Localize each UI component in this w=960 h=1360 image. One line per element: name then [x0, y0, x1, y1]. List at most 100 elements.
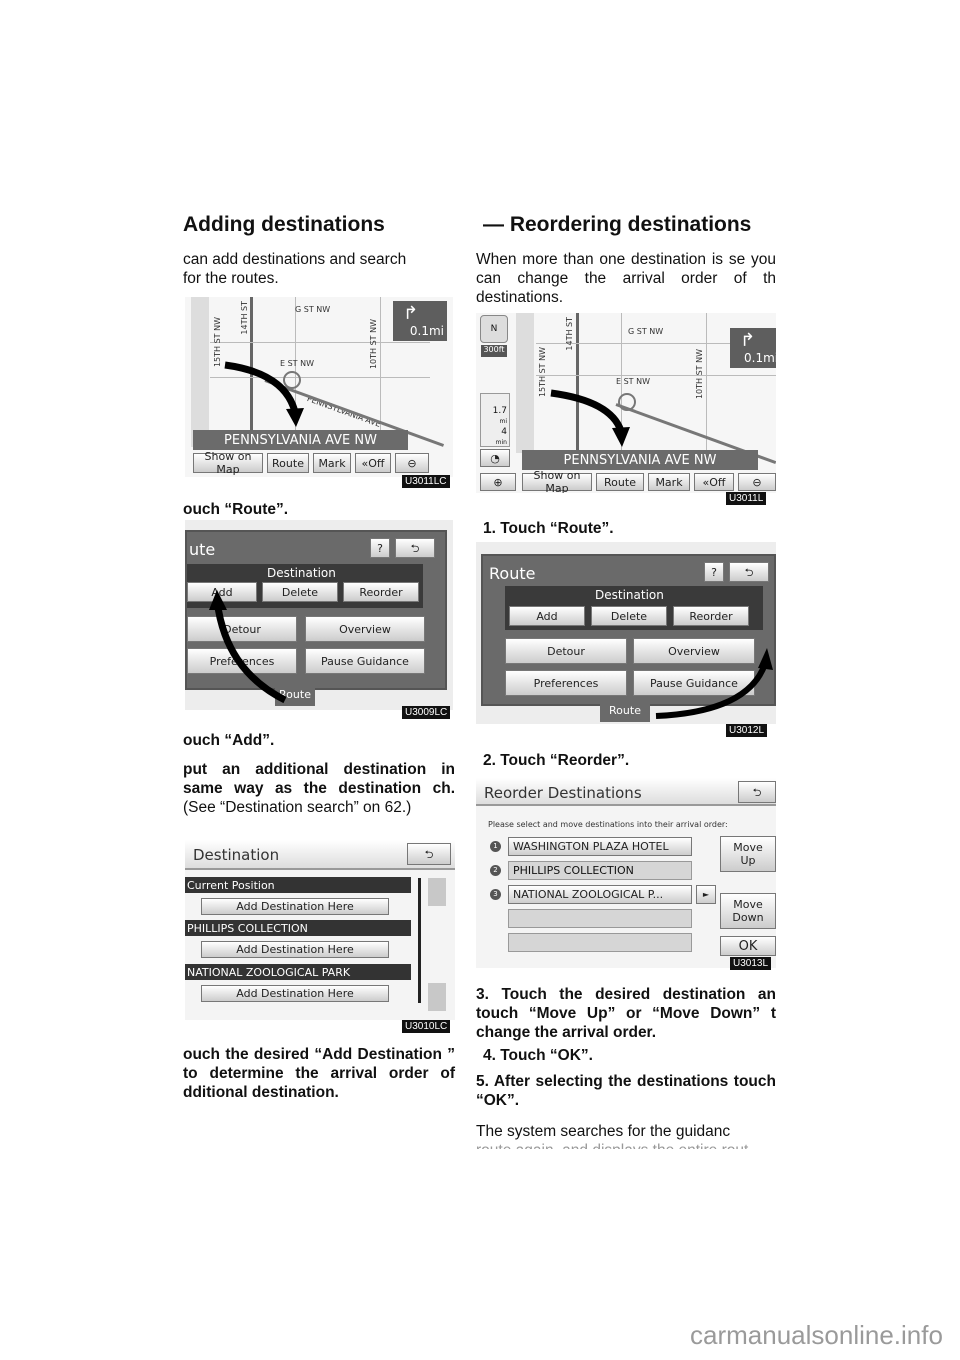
figure-code: U3011LC — [402, 475, 450, 488]
route-tab[interactable]: Route — [275, 688, 315, 706]
move-up-button[interactable]: Move Up — [720, 836, 776, 872]
compass-icon[interactable]: N — [480, 315, 508, 343]
turn-right-arrow-icon: ↱ — [740, 330, 756, 351]
reorder-button[interactable]: Reorder — [343, 582, 419, 602]
mark-button[interactable]: Mark — [648, 473, 690, 491]
distance-unit: mi — [499, 418, 507, 425]
arrow-pointer-icon — [224, 361, 304, 427]
route-tab[interactable]: Route — [600, 704, 650, 722]
map-scale: 300ft — [481, 345, 507, 357]
add-destination-here-button[interactable]: Add Destination Here — [201, 898, 389, 915]
body-text: The system searches for the guidanc — [476, 1123, 731, 1140]
screen-header: Reorder Destinations — [476, 778, 776, 806]
move-down-button[interactable]: Move Down — [720, 893, 776, 929]
destination-item[interactable]: WASHINGTON PLAZA HOTEL — [508, 837, 692, 856]
ok-button[interactable]: OK — [720, 936, 776, 956]
arrow-pointer-icon — [550, 389, 630, 447]
add-destination-here-button[interactable]: Add Destination Here — [201, 985, 389, 1002]
step-touch-add-destination-here: ouch the desired “Add Destination ” to d… — [183, 1046, 455, 1101]
section-heading-reordering: — Reordering destinations — [483, 213, 752, 236]
zoom-in-button[interactable]: ⊕ — [480, 473, 516, 491]
back-button[interactable]: ⮌ — [407, 843, 451, 865]
watermark: carmanualsonline.info — [690, 1320, 943, 1350]
street-label: E ST NW — [280, 359, 314, 368]
remaining-distance: 1.7 — [492, 406, 507, 416]
step-after-selecting: 5. After selecting the destinations touc… — [476, 1073, 776, 1109]
destination-screen: Destination ⮌ Current Position Add Desti… — [185, 840, 455, 1020]
step-touch-route: 1. Touch “Route”. — [483, 520, 614, 537]
menu-title: Route — [489, 564, 536, 583]
map-screen: 15TH ST NW 14TH ST 10TH ST NW G ST NW E … — [185, 297, 453, 477]
figure-code: U3009LC — [402, 706, 451, 719]
map-view-button[interactable]: ◔ — [480, 449, 510, 467]
turn-right-arrow-icon: ↱ — [403, 303, 419, 324]
add-button[interactable]: Add — [509, 606, 585, 626]
scrollbar[interactable] — [418, 878, 421, 1003]
street-label: E ST NW — [616, 377, 650, 386]
route-menu-screen: ute ? ⮌ Destination Add Delete Reorder D… — [185, 520, 453, 710]
preferences-button[interactable]: Preferences — [505, 670, 627, 696]
pause-guidance-button[interactable]: Pause Guidance — [633, 670, 755, 696]
route-button[interactable]: Route — [596, 473, 644, 491]
detour-button[interactable]: Detour — [187, 616, 297, 642]
pause-guidance-button[interactable]: Pause Guidance — [305, 648, 425, 674]
scroll-down-button[interactable] — [428, 983, 446, 1011]
figure-code: U3011L — [726, 492, 767, 505]
back-button[interactable]: ⮌ — [738, 781, 776, 803]
delete-button[interactable]: Delete — [591, 606, 667, 626]
add-destination-here-button[interactable]: Add Destination Here — [201, 941, 389, 958]
destination-label: Destination — [595, 588, 664, 602]
step-touch-reorder: 2. Touch “Reorder”. — [483, 752, 630, 769]
guidance-off-button[interactable]: «Off — [355, 453, 391, 473]
destination-row[interactable]: NATIONAL ZOOLOGICAL PARK — [185, 964, 411, 980]
zoom-out-button[interactable]: ⊖ — [738, 473, 776, 491]
body-text-cut: route again, and displays the entire rou… — [476, 1141, 776, 1149]
reorder-button[interactable]: Reorder — [673, 606, 749, 626]
current-position-icon — [283, 371, 301, 389]
destination-item-selected[interactable]: PHILLIPS COLLECTION — [508, 861, 692, 880]
step-input-destination: put an additional destination in same wa… — [183, 760, 455, 817]
figure-code: U3012L — [726, 724, 768, 737]
time-unit: min — [495, 439, 507, 446]
step-touch-route: ouch “Route”. — [183, 501, 289, 518]
destination-row[interactable]: Current Position — [185, 877, 411, 893]
route-button[interactable]: Route — [267, 453, 309, 473]
overview-button[interactable]: Overview — [633, 638, 755, 664]
delete-button[interactable]: Delete — [262, 582, 338, 602]
show-on-map-button[interactable]: Show on Map — [522, 469, 592, 493]
remaining-time: 4 — [501, 427, 507, 437]
show-on-map-button[interactable]: Show on Map — [193, 450, 263, 476]
destination-row[interactable]: PHILLIPS COLLECTION — [185, 920, 411, 936]
expand-arrow-button[interactable]: ► — [696, 885, 716, 904]
instruction-text: Please select and move destinations into… — [488, 820, 728, 829]
reorder-destinations-screen: Reorder Destinations ⮌ Please select and… — [476, 778, 776, 968]
step-text: put an additional destination in same wa… — [183, 761, 455, 797]
turn-indicator: ↱0.1mi — [393, 301, 447, 341]
order-number-icon: 3 — [490, 889, 501, 900]
street-label: G ST NW — [628, 327, 664, 336]
overview-button[interactable]: Overview — [305, 616, 425, 642]
detour-button[interactable]: Detour — [505, 638, 627, 664]
step-touch-add: ouch “Add”. — [183, 732, 275, 749]
distance-time-panel: 1.7 mi 4 min — [480, 393, 510, 447]
destination-label: Destination — [267, 566, 336, 580]
screen-title: Destination — [193, 846, 280, 864]
back-button[interactable]: ⮌ — [395, 538, 435, 558]
mark-button[interactable]: Mark — [313, 453, 351, 473]
help-button[interactable]: ? — [370, 538, 390, 558]
empty-slot — [508, 909, 692, 928]
street-name-bar: PENNSYLVANIA AVE NW — [522, 450, 758, 470]
guidance-off-button[interactable]: «Off — [694, 473, 734, 491]
destination-item[interactable]: NATIONAL ZOOLOGICAL P... — [508, 885, 692, 904]
order-number-icon: 2 — [490, 865, 501, 876]
figure-code: U3010LC — [402, 1020, 451, 1033]
zoom-out-button[interactable]: ⊖ — [395, 453, 429, 473]
scroll-up-button[interactable] — [428, 878, 446, 906]
help-button[interactable]: ? — [704, 562, 724, 582]
street-name-bar: PENNSYLVANIA AVE NW — [193, 430, 408, 450]
turn-distance: 0.1mi — [409, 324, 444, 338]
back-button[interactable]: ⮌ — [729, 562, 769, 582]
arrow-pointer-icon — [209, 590, 287, 704]
off-label: Off — [709, 475, 726, 489]
